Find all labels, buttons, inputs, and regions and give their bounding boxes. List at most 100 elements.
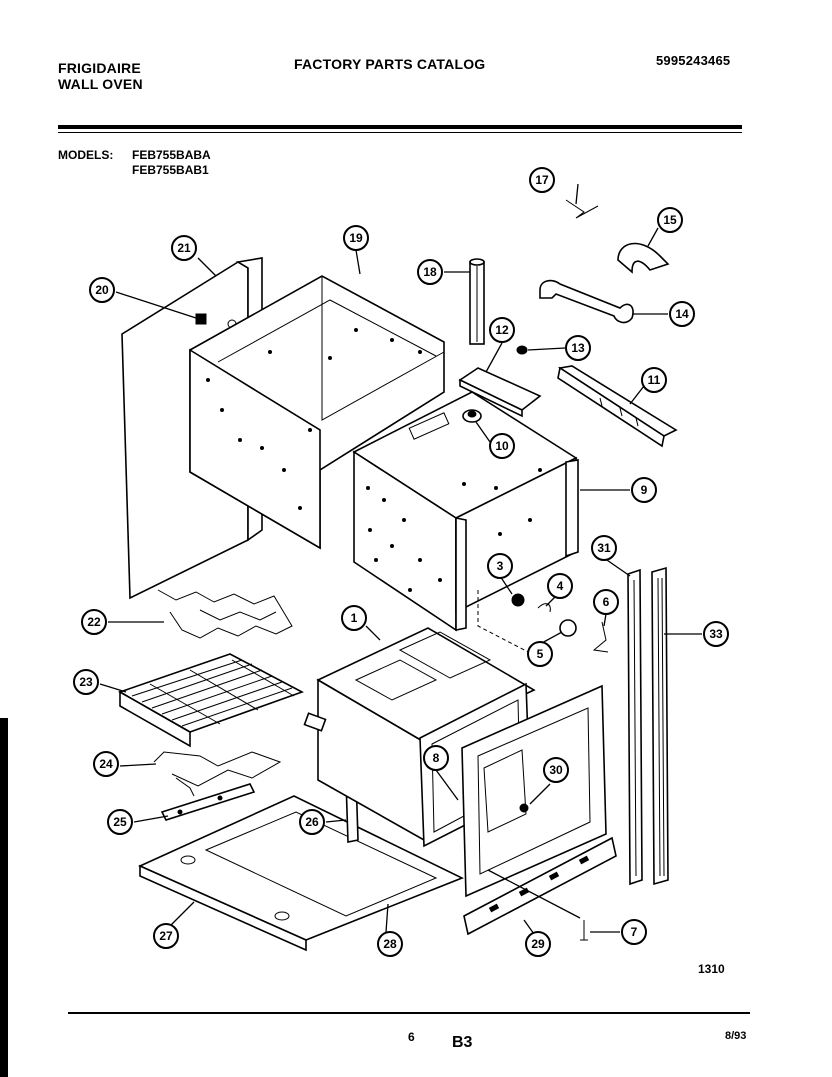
callout-4: 4 <box>547 573 573 599</box>
part-24-bake-element <box>153 751 282 797</box>
svg-text:27: 27 <box>159 929 173 943</box>
svg-text:24: 24 <box>99 757 113 771</box>
callout-15: 15 <box>657 207 683 233</box>
page-number: 6 <box>408 1030 415 1044</box>
svg-text:8: 8 <box>433 751 440 765</box>
catalog-title: FACTORY PARTS CATALOG <box>294 56 486 72</box>
part-10-grommet <box>462 409 482 423</box>
callout-28: 28 <box>377 931 403 957</box>
callout-24: 24 <box>93 751 119 777</box>
part-7-screw <box>580 920 588 941</box>
callout-19: 19 <box>343 225 369 251</box>
part-30-door-inner <box>461 684 607 898</box>
part-33-trim-strip <box>651 566 669 886</box>
part-6-latch <box>592 621 609 653</box>
print-date: 8/93 <box>725 1030 747 1042</box>
svg-text:23: 23 <box>79 675 93 689</box>
header-rule-thin <box>58 132 742 133</box>
svg-text:19: 19 <box>349 231 363 245</box>
callout-1: 1 <box>341 605 367 631</box>
part-27-bottom-panel <box>138 795 464 952</box>
svg-text:5: 5 <box>537 647 544 661</box>
callout-6: 6 <box>593 589 619 615</box>
svg-text:20: 20 <box>95 283 109 297</box>
callout-14: 14 <box>669 301 695 327</box>
svg-text:10: 10 <box>495 439 509 453</box>
callout-20: 20 <box>89 277 115 303</box>
callout-11: 11 <box>641 367 667 393</box>
section-code: B3 <box>452 1034 473 1051</box>
brand-block: FRIGIDAIRE WALL OVEN <box>58 60 143 92</box>
part-18-vent-tube <box>469 258 485 345</box>
callout-10: 10 <box>489 433 515 459</box>
svg-text:14: 14 <box>675 307 689 321</box>
leader-lines <box>99 183 702 935</box>
svg-text:7: 7 <box>631 925 638 939</box>
part-31-trim-strip <box>627 568 643 886</box>
brand-name: FRIGIDAIRE <box>58 60 141 76</box>
part-11-trim-strip <box>557 365 678 448</box>
callout-26: 26 <box>299 809 325 835</box>
callout-18: 18 <box>417 259 443 285</box>
part-5-lamp-lens <box>559 619 577 637</box>
callout-5: 5 <box>527 641 553 667</box>
part-19-cabinet-shell <box>189 275 445 550</box>
svg-text:26: 26 <box>305 815 319 829</box>
part-17-bracket <box>565 199 599 219</box>
callout-9: 9 <box>631 477 657 503</box>
header-rule <box>58 125 742 129</box>
svg-text:18: 18 <box>423 265 437 279</box>
callout-33: 33 <box>703 621 729 647</box>
svg-text:25: 25 <box>113 815 127 829</box>
svg-text:22: 22 <box>87 615 101 629</box>
footer-rule <box>68 1012 750 1014</box>
part-23-oven-rack <box>118 653 304 748</box>
svg-text:4: 4 <box>557 579 564 593</box>
scan-edge-mark <box>0 718 8 1077</box>
svg-text:30: 30 <box>549 763 563 777</box>
model-number: FEB755BAB1 <box>132 163 209 177</box>
callout-25: 25 <box>107 809 133 835</box>
svg-text:13: 13 <box>571 341 585 355</box>
callout-31: 31 <box>591 535 617 561</box>
svg-text:3: 3 <box>497 559 504 573</box>
svg-text:28: 28 <box>383 937 397 951</box>
part-15-hose <box>617 242 670 274</box>
svg-text:1: 1 <box>351 611 358 625</box>
part-25-bracket <box>160 783 256 821</box>
diagram-code: 1310 <box>698 962 725 976</box>
callout-22: 22 <box>81 609 107 635</box>
svg-text:15: 15 <box>663 213 677 227</box>
part-14-duct <box>539 279 634 324</box>
callout-7: 7 <box>621 919 647 945</box>
callout-23: 23 <box>73 669 99 695</box>
callout-12: 12 <box>489 317 515 343</box>
part-3-switch <box>511 593 525 607</box>
callout-13: 13 <box>565 335 591 361</box>
callout-30: 30 <box>543 757 569 783</box>
svg-text:17: 17 <box>535 173 549 187</box>
part-22-broil-element <box>157 589 293 639</box>
part-13-clip <box>516 345 528 355</box>
models-label: MODELS: <box>58 148 114 162</box>
models-block: MODELS: FEB755BABA FEB755BAB1 <box>58 148 211 177</box>
product-type: WALL OVEN <box>58 76 143 92</box>
svg-text:6: 6 <box>603 595 610 609</box>
svg-text:31: 31 <box>597 541 611 555</box>
svg-text:12: 12 <box>495 323 509 337</box>
svg-text:21: 21 <box>177 241 191 255</box>
models-list: FEB755BABA FEB755BAB1 <box>132 148 211 178</box>
callout-8: 8 <box>423 745 449 771</box>
part-9-oven-cavity-box <box>352 391 579 632</box>
svg-text:33: 33 <box>709 627 723 641</box>
model-number: FEB755BABA <box>132 148 211 162</box>
callout-29: 29 <box>525 931 551 957</box>
callout-3: 3 <box>487 553 513 579</box>
callout-21: 21 <box>171 235 197 261</box>
svg-text:11: 11 <box>648 373 661 387</box>
callout-27: 27 <box>153 923 179 949</box>
catalog-number: 5995243465 <box>656 53 731 68</box>
part-4-lamp-socket <box>537 603 551 613</box>
